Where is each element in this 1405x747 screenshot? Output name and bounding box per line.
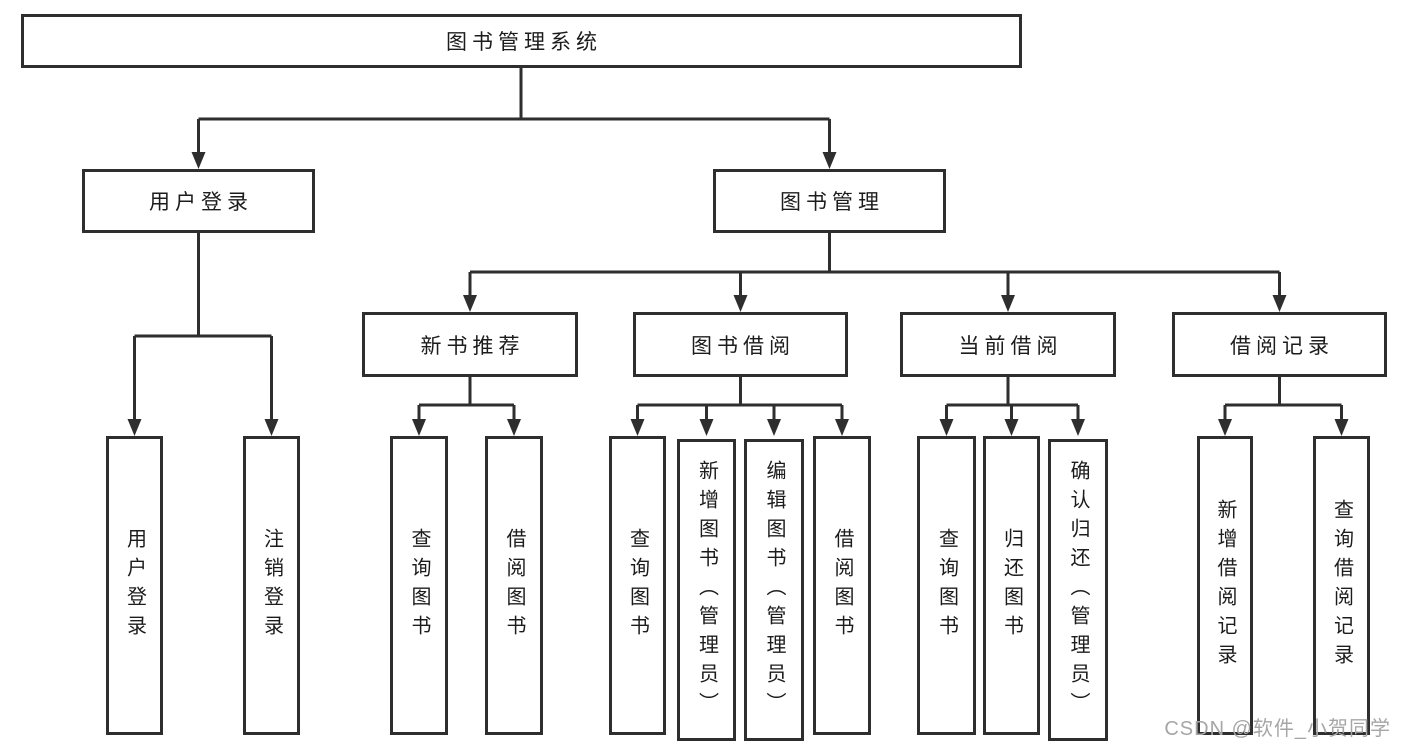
leaf-add-borrow-record: 新增借阅记录 bbox=[1197, 436, 1253, 735]
csdn-watermark: CSDN @软件_小贺同学 bbox=[1164, 718, 1391, 740]
leaf-borrow-books-borrowing: 借阅图书 bbox=[813, 436, 871, 735]
leaf-confirm-return-admin: 确认归还（管理员） bbox=[1048, 439, 1108, 741]
leaf-query-borrow-record: 查询借阅记录 bbox=[1313, 436, 1370, 735]
node-book-borrowing: 图书借阅 bbox=[633, 312, 848, 377]
node-root: 图书管理系统 bbox=[21, 14, 1022, 68]
node-user-login: 用户登录 bbox=[82, 169, 315, 233]
node-new-book-recommendation: 新书推荐 bbox=[362, 312, 578, 377]
leaf-query-books-current: 查询图书 bbox=[917, 436, 976, 735]
leaf-user-login: 用户登录 bbox=[106, 436, 163, 735]
leaf-logout: 注销登录 bbox=[243, 436, 300, 735]
node-book-management: 图书管理 bbox=[713, 169, 946, 233]
node-borrowing-records: 借阅记录 bbox=[1172, 312, 1387, 377]
leaf-query-books-recommend: 查询图书 bbox=[390, 436, 448, 735]
leaf-add-book-admin: 新增图书（管理员） bbox=[677, 439, 736, 741]
leaf-query-books-borrowing: 查询图书 bbox=[609, 436, 666, 735]
node-current-borrowing: 当前借阅 bbox=[900, 312, 1116, 377]
leaf-borrow-books-recommend: 借阅图书 bbox=[485, 436, 543, 735]
leaf-edit-book-admin: 编辑图书（管理员） bbox=[744, 439, 804, 741]
leaf-return-books: 归还图书 bbox=[983, 436, 1040, 735]
